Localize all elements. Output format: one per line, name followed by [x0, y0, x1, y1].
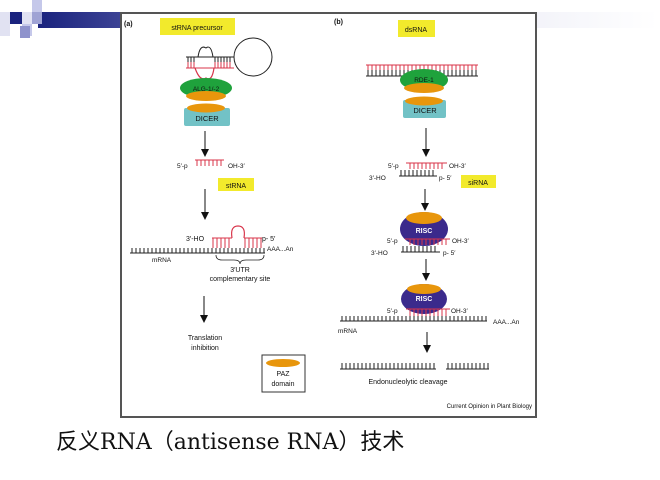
strna-3oh: OH-3′ [228, 163, 246, 170]
mrna-label-a: mRNA [152, 257, 172, 264]
paz-legend-icon [266, 359, 300, 367]
duplex-p5: p- 5′ [262, 236, 276, 243]
sirna-badge [461, 175, 496, 188]
risc-5p: 5′-p [387, 238, 398, 245]
header-square [32, 12, 42, 24]
risc-sirna-duplex [401, 238, 450, 253]
panel-a-label: (a) [124, 21, 133, 28]
mrna-5p: 5′-p [387, 308, 398, 315]
dicer-b-label: DICER [413, 106, 437, 115]
header-square [32, 0, 42, 12]
strna-label: stRNA [226, 183, 247, 190]
utr-brace [215, 254, 265, 265]
alg-label: ALG-1/-2 [193, 86, 220, 93]
header-square [0, 0, 12, 12]
paz-domain-alg [186, 91, 226, 101]
cleaved-fragments [340, 363, 489, 370]
paz-legend-line2: domain [272, 381, 295, 388]
strna-precursor-badge [160, 18, 235, 35]
dicer-a [184, 108, 230, 126]
header-square [22, 12, 32, 24]
mrna-strand-a [130, 248, 265, 254]
duplex-3ho: 3′-HO [186, 236, 205, 243]
strna-precursor-title: stRNA precursor [171, 25, 223, 32]
outcome-line2: inhibition [191, 345, 219, 352]
figure-frame [120, 12, 537, 418]
paz-domain-rde1 [404, 83, 444, 93]
paz-domain-dicer-b [405, 96, 443, 106]
sirna-label: siRNA [468, 180, 488, 187]
mrna-label-b: mRNA [338, 328, 358, 335]
site-label: complementary site [210, 276, 271, 283]
polya-a: AAA...An [267, 246, 294, 253]
credit-label: Current Opinion in Plant Biology [447, 404, 532, 410]
sirna-3ho: 3′-HO [369, 175, 386, 182]
mrna-3oh: OH-3′ [451, 308, 469, 315]
mrna-strand-b [340, 308, 487, 322]
dsrna-badge [398, 20, 435, 37]
panel-b-label: (b) [334, 19, 343, 26]
utr-label: 3′UTR [230, 267, 250, 274]
risc-label: RISC [416, 228, 433, 235]
paz-legend-line1: PAZ [276, 371, 290, 378]
sirna-5p: 5′-p [388, 163, 399, 170]
strna-5p: 5′-p [177, 163, 188, 170]
paz-domain-dicer-a [187, 103, 225, 113]
risc2-label: RISC [416, 296, 433, 303]
rde1-label: RDE-1 [414, 77, 434, 84]
risc-3ho: 3′-HO [371, 250, 388, 257]
risc-p5: p- 5′ [443, 250, 456, 257]
risc-3oh: OH-3′ [452, 238, 470, 245]
paz-domain-risc [406, 212, 442, 224]
sirna-duplex [399, 162, 447, 177]
header-square [20, 26, 30, 38]
strna-badge [218, 178, 254, 191]
paz-domain-risc-2 [407, 284, 441, 294]
bulge-loop [231, 225, 245, 239]
header-square [10, 12, 22, 24]
dicer-a-label: DICER [195, 114, 219, 123]
dsrna-title: dsRNA [405, 27, 428, 34]
strna-strand [195, 159, 224, 166]
polya-b: AAA...An [493, 319, 520, 326]
header-square [0, 12, 10, 36]
cleavage-label: Endonucleolytic cleavage [369, 379, 448, 386]
strna-bound [212, 225, 262, 248]
sirna-p5: p- 5′ [439, 175, 452, 182]
slide-caption: 反义RNA（antisense RNA）技术 [56, 430, 405, 455]
sirna-3oh: OH-3′ [449, 163, 467, 170]
outcome-line1: Translation [188, 335, 222, 342]
